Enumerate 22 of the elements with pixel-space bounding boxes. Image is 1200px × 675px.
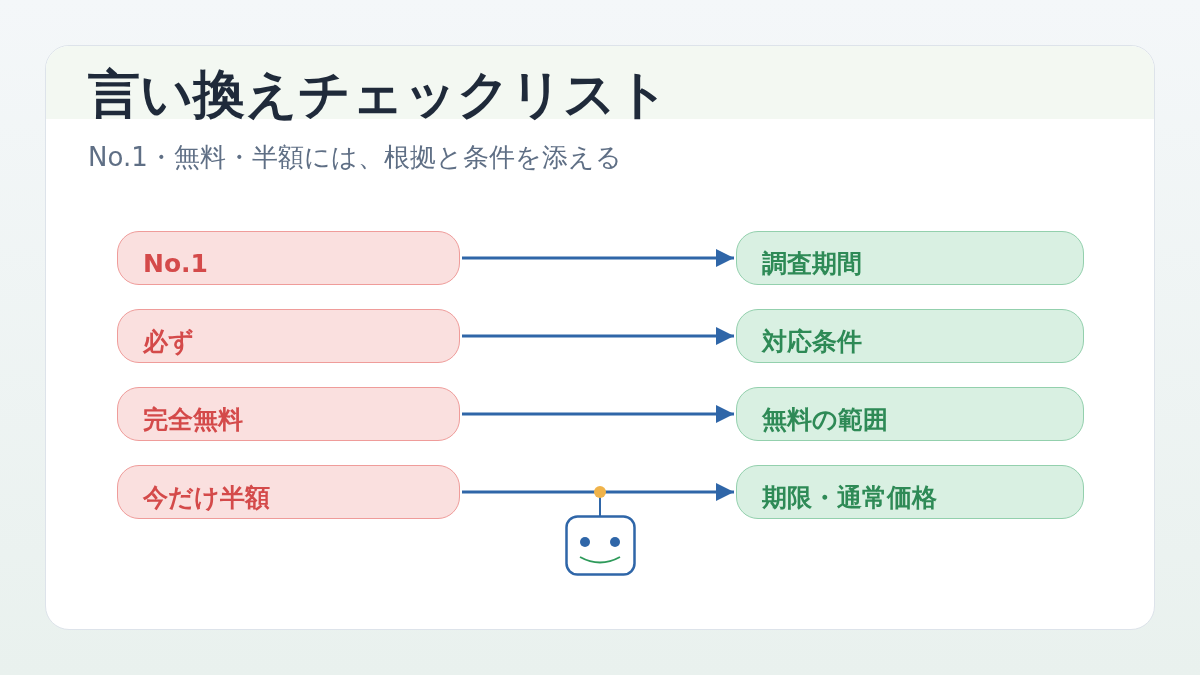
node-label: 完全無料 xyxy=(143,406,244,434)
node-label: 今だけ半額 xyxy=(143,484,271,512)
node-label: 対応条件 xyxy=(762,328,863,356)
node-label: No.1 xyxy=(143,250,209,278)
claim-box xyxy=(117,465,460,519)
arrow xyxy=(462,483,734,501)
claim-box xyxy=(117,309,460,363)
arrow xyxy=(462,327,734,345)
condition-box xyxy=(736,387,1084,441)
claim-box xyxy=(117,231,460,285)
node-label: 無料の範囲 xyxy=(762,406,889,434)
subtitle: No.1・無料・半額には、根拠と条件を添える xyxy=(88,142,622,174)
claim-box xyxy=(117,387,460,441)
condition-box xyxy=(736,309,1084,363)
node-label: 調査期間 xyxy=(762,250,863,278)
node-label: 期限・通常価格 xyxy=(762,484,938,512)
title: 言い換えチェックリスト xyxy=(88,66,669,124)
condition-box xyxy=(736,465,1084,519)
arrow xyxy=(462,249,734,267)
arrow xyxy=(462,405,734,423)
condition-box xyxy=(736,231,1084,285)
node-label: 必ず xyxy=(143,328,195,356)
